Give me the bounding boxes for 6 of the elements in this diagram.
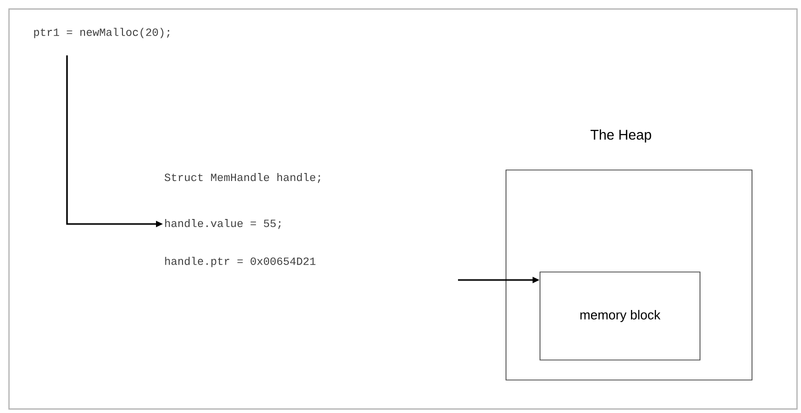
memory-block-box: memory block: [540, 272, 700, 360]
code-line: handle.ptr = 0x00654D21: [165, 256, 316, 268]
code-line: Struct MemHandle handle;: [164, 173, 320, 183]
node-label: The Heap: [590, 129, 652, 142]
code-line: handle.value = 55;: [165, 219, 281, 229]
code-line: ptr1 = newMalloc(20);: [34, 28, 170, 38]
